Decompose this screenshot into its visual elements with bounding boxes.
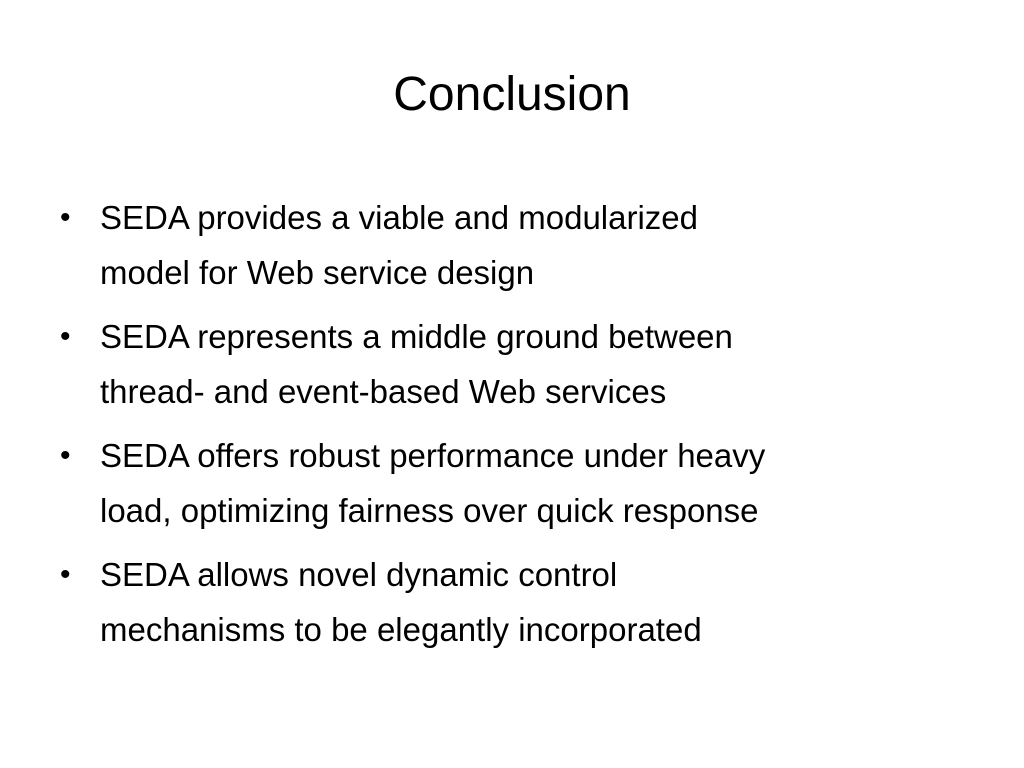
bullet-text: SEDA allows novel dynamic control mechan…: [100, 556, 702, 648]
bullet-item: • SEDA offers robust performance under h…: [60, 428, 960, 538]
bullet-item: • SEDA represents a middle ground betwee…: [60, 309, 960, 419]
bullet-marker: •: [60, 320, 71, 353]
bullet-text: SEDA provides a viable and modularized m…: [100, 199, 699, 291]
bullet-item: • SEDA allows novel dynamic control mech…: [60, 547, 960, 657]
bullet-item: • SEDA provides a viable and modularized…: [60, 190, 960, 300]
bullet-marker: •: [60, 439, 71, 472]
slide-title: Conclusion: [393, 68, 631, 121]
bullet-text: SEDA offers robust performance under hea…: [100, 437, 766, 529]
bullet-marker: •: [60, 201, 71, 234]
bullet-marker: •: [60, 558, 71, 591]
bullet-list: • SEDA provides a viable and modularized…: [60, 190, 960, 666]
bullet-text: SEDA represents a middle ground between …: [100, 318, 733, 410]
